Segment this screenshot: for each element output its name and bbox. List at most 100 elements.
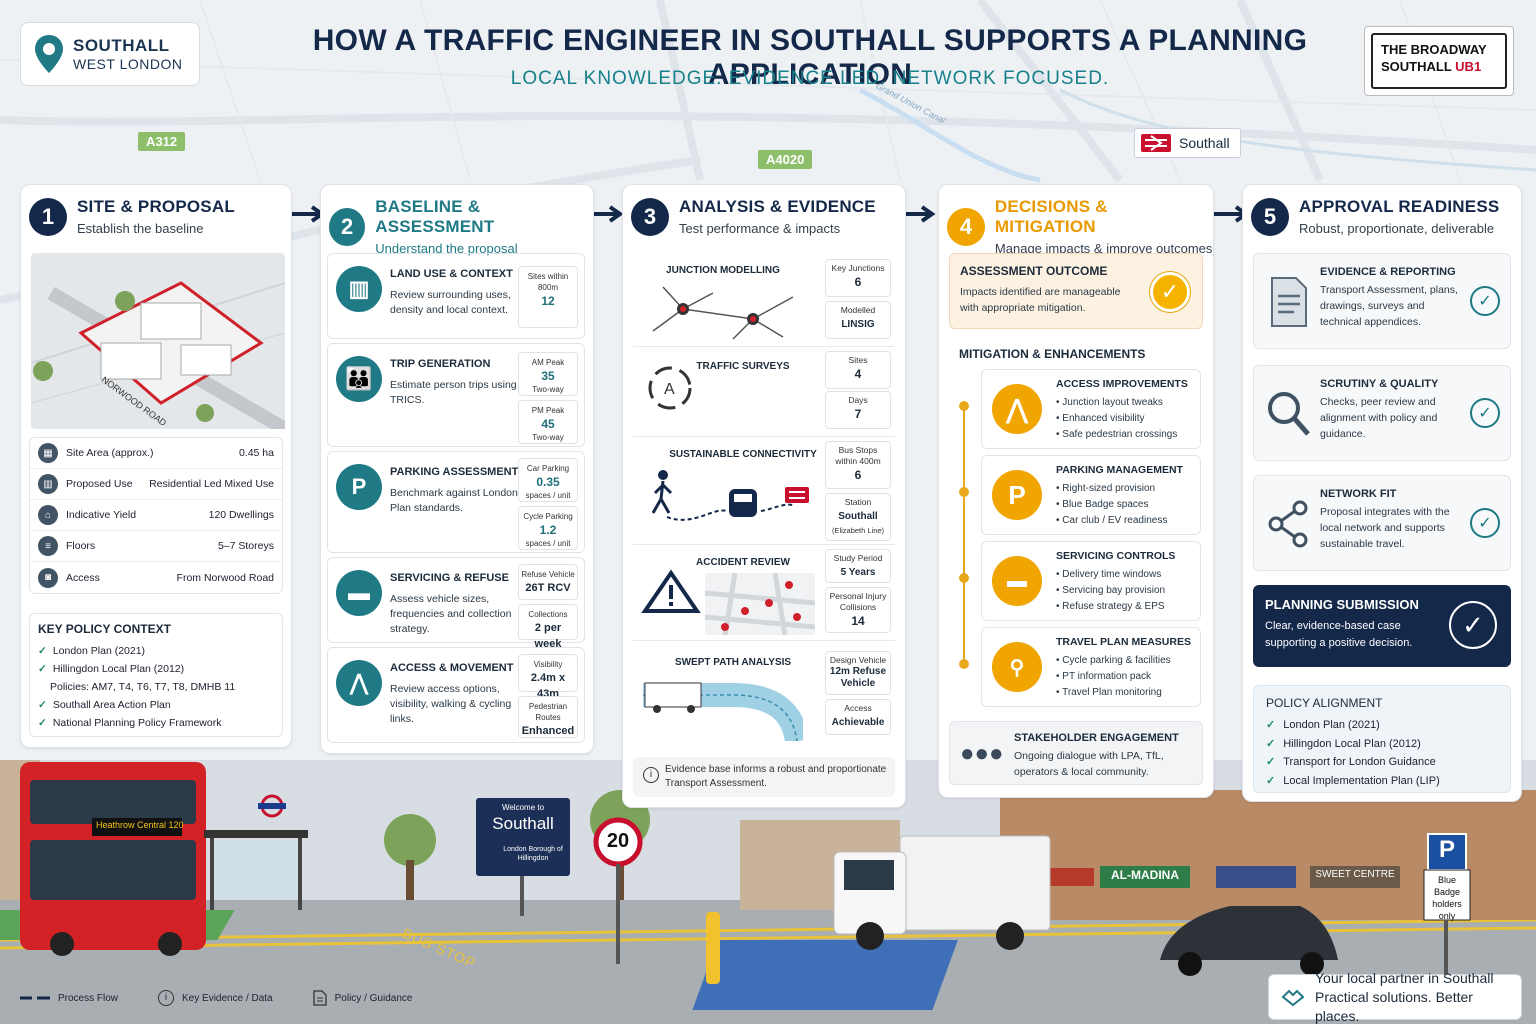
assessment-card: P PARKING ASSESSMENT Benchmark against L… [327, 451, 585, 553]
mitigation-list: • Junction layout tweaks • Enhanced visi… [1056, 395, 1177, 443]
metric-label: Design Vehicle [829, 655, 887, 665]
key-policy-context: KEY POLICY CONTEXT ✓London Plan (2021) ✓… [29, 613, 283, 737]
metric-value: 5 Years [840, 567, 876, 578]
card-description: Review access options, visibility, walki… [390, 683, 512, 725]
road-icon: ⋀ [336, 660, 382, 706]
mitigation-card: P PARKING MANAGEMENT • Right-sized provi… [981, 455, 1201, 535]
metric-label: Pedestrian Routes [528, 702, 568, 722]
card-title: SWEPT PATH ANALYSIS [674, 657, 792, 668]
metric-value: 45 [541, 417, 555, 431]
assessment-card: ▥ LAND USE & CONTEXT Review surrounding … [327, 253, 585, 339]
mitigation-heading: MITIGATION & ENHANCEMENTS [959, 347, 1146, 361]
card-title: EVIDENCE & REPORTING [1320, 266, 1456, 278]
step-subtitle: Manage impacts & improve outcomes [994, 241, 1213, 256]
legend-label: Process Flow [58, 992, 119, 1004]
metric-value: 35 [541, 369, 555, 383]
policy-item: ✓Hillingdon Local Plan (2012) [38, 660, 274, 678]
check-icon: ✓ [1266, 737, 1276, 750]
fact-label: Proposed Use [66, 478, 133, 490]
parking-icon: P [992, 470, 1042, 520]
mitigation-list: • Delivery time windows • Servicing bay … [1056, 567, 1165, 615]
metric-label: Collections [528, 610, 568, 619]
people-icon: 👪 [336, 356, 382, 402]
metric-unit: spaces / unit [525, 491, 571, 500]
policy-heading: KEY POLICY CONTEXT [38, 622, 171, 636]
handshake-icon [1281, 989, 1305, 1007]
check-circle-icon: ✓ [1449, 601, 1497, 649]
walk-cycle-icon: ⚲ [992, 642, 1042, 692]
traffic-survey-icon: A [648, 366, 692, 410]
check-icon: ✓ [1266, 756, 1276, 768]
metric-unit: spaces / unit [525, 539, 571, 548]
mitigation-title: PARKING MANAGEMENT [1056, 464, 1183, 476]
site-facts-table: ▦Site Area (approx.)0.45 ha ▥Proposed Us… [29, 437, 283, 594]
metric-value: 6 [854, 275, 862, 289]
legend-item: Policy / Guidance [312, 990, 413, 1006]
step-title: BASELINE & ASSESSMENT [375, 197, 495, 236]
metric-label: Sites [848, 355, 868, 365]
metric-value: 2.4m x 43m [530, 672, 566, 700]
evidence-card: SUSTAINABLE CONNECTIVITY Bus Stops withi… [633, 437, 895, 545]
process-arrow-icon [900, 205, 936, 223]
metric-value: LINSIG [841, 319, 875, 330]
step-subtitle: Understand the proposal [375, 241, 518, 256]
street-sign-postcode: UB1 [1455, 59, 1482, 74]
metric-label: Bus Stops within 400m [835, 445, 881, 466]
fact-value: 120 Dwellings [208, 509, 274, 521]
assessment-card: ⋀ ACCESS & MOVEMENT Review access option… [327, 647, 585, 743]
location-area: WEST LONDON [73, 56, 183, 72]
card-title: JUNCTION MODELLING [666, 265, 780, 276]
policy-label: Transport for London Guidance [1283, 756, 1436, 768]
card-description: Transport Assessment, plans, drawings, s… [1320, 284, 1458, 328]
card-description: Proposal integrates with the local netwo… [1320, 506, 1450, 550]
welcome-sign-borough: London Borough of Hillingdon [503, 846, 563, 862]
policy-note: Policies: AM7, T4, T6, T7, T8, DMHB 11 [50, 681, 236, 693]
metric-label: Personal Injury Collisions [829, 591, 887, 612]
policy-alignment-card: POLICY ALIGNMENT ✓London Plan (2021) ✓Hi… [1253, 685, 1511, 793]
info-icon: i [643, 767, 659, 783]
shop-sign-al-madina: AL-MADINA [1111, 868, 1179, 882]
step-1-panel: 1 SITE & PROPOSAL Establish the baseline… [20, 184, 292, 748]
mitigation-item: • Servicing bay provision [1056, 585, 1166, 596]
swept-path-icon [643, 682, 803, 741]
legend-label: Key Evidence / Data [182, 992, 273, 1004]
bus-destination-display: Heathrow Central 120 [96, 820, 184, 830]
step-4-panel: 4 DECISIONS & MITIGATION Manage impacts … [938, 184, 1214, 798]
check-icon: ✓ [1266, 774, 1276, 787]
road-icon: ⋀ [992, 384, 1042, 434]
evidence-note-text: Evidence base informs a robust and propo… [665, 764, 887, 789]
document-icon [1271, 277, 1307, 327]
step-title: ANALYSIS & EVIDENCE [679, 197, 876, 216]
assessment-card: 👪 TRIP GENERATION Estimate person trips … [327, 343, 585, 447]
metric-label: PM Peak [531, 406, 565, 415]
outcome-description: Impacts identified are manageable with a… [960, 286, 1121, 314]
map-pin-icon [35, 35, 63, 73]
mitigation-item: • Junction layout tweaks [1056, 397, 1163, 408]
stakeholder-card: ●●● STAKEHOLDER ENGAGEMENT Ongoing dialo… [949, 721, 1203, 785]
road-label-a312: A312 [138, 132, 186, 151]
fact-row: ▦Site Area (approx.)0.45 ha [30, 438, 282, 469]
mitigation-list: • Right-sized provision • Blue Badge spa… [1056, 481, 1167, 529]
card-title: TRAFFIC SURVEYS [696, 361, 790, 372]
metric-label: Modelled [840, 305, 876, 315]
metric-value: 1.2 [539, 523, 557, 537]
legend-label: Policy / Guidance [334, 992, 413, 1004]
check-circle-icon: ✓ [1470, 508, 1500, 538]
warning-triangle-icon [641, 569, 701, 613]
car-icon: ◙ [38, 567, 58, 588]
fact-value: Residential Led Mixed Use [149, 478, 274, 490]
step-2-panel: 2 BASELINE & ASSESSMENT Understand the p… [320, 184, 594, 754]
metric-label: AM Peak [531, 358, 565, 367]
card-description: Benchmark against London Plan standards. [390, 487, 518, 514]
